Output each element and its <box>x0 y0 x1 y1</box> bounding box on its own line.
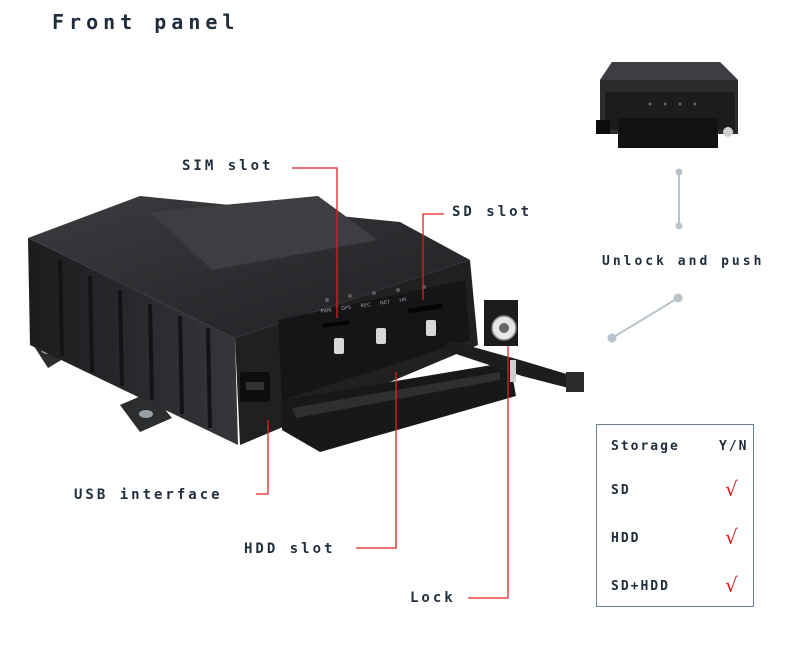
check-icon: √ <box>725 525 738 549</box>
sim-slot-label: SIM slot <box>182 158 274 174</box>
push-indicator-lines <box>607 168 683 343</box>
usb-interface-label: USB interface <box>74 487 223 503</box>
unlock-push-label: Unlock and push <box>602 254 765 269</box>
table-row-hdd: HDD <box>611 531 641 546</box>
table-header-yn: Y/N <box>719 439 749 454</box>
table-row-sd: SD <box>611 483 631 498</box>
storage-table: Storage Y/N SD √ HDD √ SD+HDD √ <box>596 424 754 607</box>
led-label-hr: HR <box>399 296 408 304</box>
hdd-slot-label: HDD slot <box>244 541 336 557</box>
table-header-storage: Storage <box>611 439 680 454</box>
check-icon: √ <box>725 573 738 597</box>
page-title: Front panel <box>52 10 240 34</box>
small-device <box>596 62 738 148</box>
lock-label: Lock <box>410 590 456 606</box>
leader-lines <box>256 167 509 599</box>
table-row-sd-hdd: SD+HDD <box>611 579 670 594</box>
sd-slot-label: SD slot <box>452 204 533 220</box>
check-icon: √ <box>725 477 738 501</box>
main-device <box>28 196 584 452</box>
